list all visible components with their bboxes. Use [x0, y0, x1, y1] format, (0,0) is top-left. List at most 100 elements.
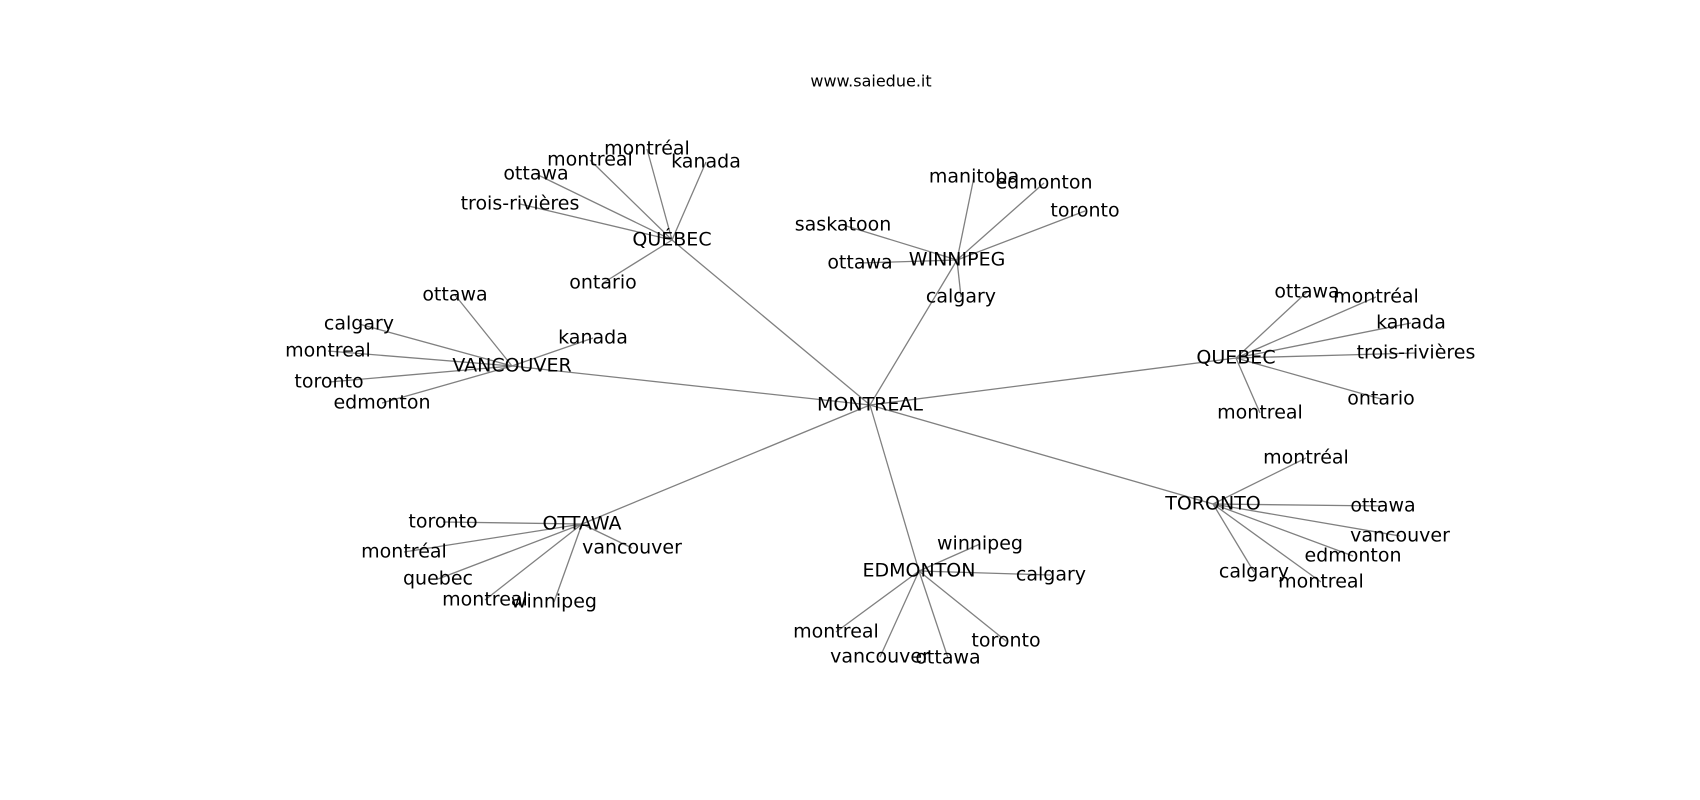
node-leaf-vancouver-montreal: montreal [285, 340, 371, 362]
edge-winnipeg-calgary [956, 259, 962, 298]
edge-edmonton-toronto [918, 570, 1007, 642]
node-leaf-vancouver-calgary: calgary [324, 313, 394, 335]
node-leaf-quebec-accent-ottawa: ottawa [503, 163, 568, 185]
edge-quebec-accent-montreal [589, 159, 673, 241]
node-leaf-ottawa-montreal: montreal [442, 589, 528, 611]
edge-quebec-accent-ottawa [535, 173, 673, 241]
node-leaf-toronto-edmonton: edmonton [1304, 545, 1401, 567]
edge-toronto-montreal-accent [1212, 457, 1307, 505]
edge-toronto-calgary [1212, 503, 1255, 573]
node-leaf-edmonton-winnipeg: winnipeg [937, 533, 1023, 555]
edge-quebec-trois-rivieres [1235, 352, 1417, 359]
edge-ottawa-vancouver [581, 523, 633, 549]
node-leaf-edmonton-ottawa: ottawa [915, 647, 980, 669]
node-leaf-toronto-calgary: calgary [1219, 561, 1289, 583]
edge-root-toronto [869, 404, 1214, 505]
edge-root-vancouver [511, 365, 871, 406]
edge-edmonton-montreal [835, 570, 920, 633]
edge-ottawa-toronto [442, 521, 583, 525]
node-leaf-quebec-accent-montreal: montreal [547, 149, 633, 171]
edge-edmonton-vancouver [879, 570, 920, 658]
edge-vancouver-montreal [327, 350, 513, 367]
edge-winnipeg-manitoba [956, 176, 975, 261]
node-leaf-quebec-trois-rivieres: trois-rivières [1357, 342, 1476, 364]
node-hub-ottawa: OTTAWA [542, 513, 621, 535]
graph-labels: MONTREALQUÉBECmontréalkanadamontrealotta… [285, 138, 1475, 669]
edge-winnipeg-ottawa [859, 259, 958, 264]
node-hub-edmonton: EDMONTON [863, 560, 976, 582]
node-leaf-toronto-montreal-accent: montréal [1263, 447, 1349, 469]
edge-quebec-accent-ontario [602, 239, 673, 284]
edge-quebec-accent-trois-rivieres [519, 203, 673, 241]
edge-winnipeg-saskatoon [842, 224, 958, 261]
node-leaf-vancouver-toronto: toronto [294, 371, 363, 393]
edge-quebec-accent-montreal-accent [646, 148, 673, 241]
node-hub-quebec: QUEBEC [1196, 347, 1275, 369]
node-leaf-quebec-ontario: ontario [1347, 388, 1414, 410]
edge-quebec-ontario [1235, 357, 1382, 400]
edge-vancouver-toronto [328, 365, 513, 383]
node-leaf-edmonton-montreal: montreal [793, 621, 879, 643]
node-leaf-winnipeg-manitoba: manitoba [929, 166, 1019, 188]
node-leaf-winnipeg-toronto: toronto [1050, 200, 1119, 222]
edge-ottawa-montreal [484, 523, 583, 601]
node-leaf-winnipeg-edmonton: edmonton [995, 172, 1092, 194]
edge-root-quebec-accent [671, 239, 871, 406]
edge-quebec-montreal-accent [1235, 296, 1377, 359]
node-leaf-ottawa-vancouver: vancouver [582, 537, 682, 559]
node-leaf-quebec-ottawa: ottawa [1274, 281, 1339, 303]
node-leaf-winnipeg-ottawa: ottawa [827, 252, 892, 274]
edge-winnipeg-edmonton [956, 182, 1045, 261]
edge-toronto-montreal [1212, 503, 1322, 583]
node-leaf-vancouver-ottawa: ottawa [422, 284, 487, 306]
edge-edmonton-calgary [918, 570, 1052, 576]
node-leaf-winnipeg-saskatoon: saskatoon [795, 214, 892, 236]
edge-quebec-montreal [1235, 357, 1261, 414]
edge-ottawa-montreal-accent [403, 523, 583, 553]
edge-winnipeg-toronto [956, 210, 1086, 261]
edge-vancouver-edmonton [381, 365, 513, 404]
node-leaf-quebec-accent-kanada: kanada [671, 151, 741, 173]
edge-root-edmonton [869, 404, 920, 572]
edge-vancouver-kanada [511, 337, 594, 367]
edge-root-quebec [869, 357, 1237, 406]
node-leaf-ottawa-quebec: quebec [403, 568, 473, 590]
edge-quebec-kanada [1235, 322, 1412, 359]
edge-edmonton-winnipeg [918, 543, 981, 572]
node-root: MONTREAL [817, 394, 923, 416]
node-leaf-edmonton-calgary: calgary [1016, 564, 1086, 586]
node-hub-quebec-accent: QUÉBEC [632, 228, 711, 251]
edge-quebec-accent-kanada [671, 161, 707, 241]
node-leaf-winnipeg-calgary: calgary [926, 286, 996, 308]
node-leaf-quebec-montreal-accent: montréal [1333, 286, 1419, 308]
edge-quebec-ottawa [1235, 291, 1308, 359]
node-leaf-quebec-accent-ontario: ontario [569, 272, 636, 294]
edge-ottawa-winnipeg [553, 523, 583, 603]
edge-ottawa-quebec [437, 523, 583, 580]
node-leaf-quebec-kanada: kanada [1376, 312, 1446, 334]
node-hub-winnipeg: WINNIPEG [909, 249, 1006, 271]
graph-edges [327, 148, 1417, 659]
node-leaf-toronto-vancouver: vancouver [1350, 525, 1450, 547]
node-hub-toronto: TORONTO [1164, 493, 1261, 515]
node-leaf-quebec-accent-trois-rivieres: trois-rivières [461, 193, 580, 215]
node-leaf-edmonton-toronto: toronto [971, 630, 1040, 652]
node-leaf-quebec-montreal: montreal [1217, 402, 1303, 424]
node-hub-vancouver: VANCOUVER [452, 355, 571, 377]
node-leaf-ottawa-winnipeg: winnipeg [511, 591, 597, 613]
node-leaf-quebec-accent-montreal-accent: montréal [604, 138, 690, 160]
edge-edmonton-ottawa [918, 570, 949, 659]
node-leaf-vancouver-edmonton: edmonton [333, 392, 430, 414]
edge-toronto-vancouver [1212, 503, 1401, 537]
node-leaf-edmonton-vancouver: vancouver [830, 646, 930, 668]
node-leaf-vancouver-kanada: kanada [558, 327, 628, 349]
edge-toronto-edmonton [1212, 503, 1354, 557]
edge-vancouver-calgary [358, 323, 513, 367]
edge-vancouver-ottawa [454, 294, 513, 367]
node-leaf-ottawa-montreal-accent: montréal [361, 541, 447, 563]
edge-root-winnipeg [869, 259, 958, 406]
node-leaf-ottawa-toronto: toronto [408, 511, 477, 533]
edge-toronto-ottawa [1212, 503, 1384, 507]
node-leaf-toronto-ottawa: ottawa [1350, 495, 1415, 517]
